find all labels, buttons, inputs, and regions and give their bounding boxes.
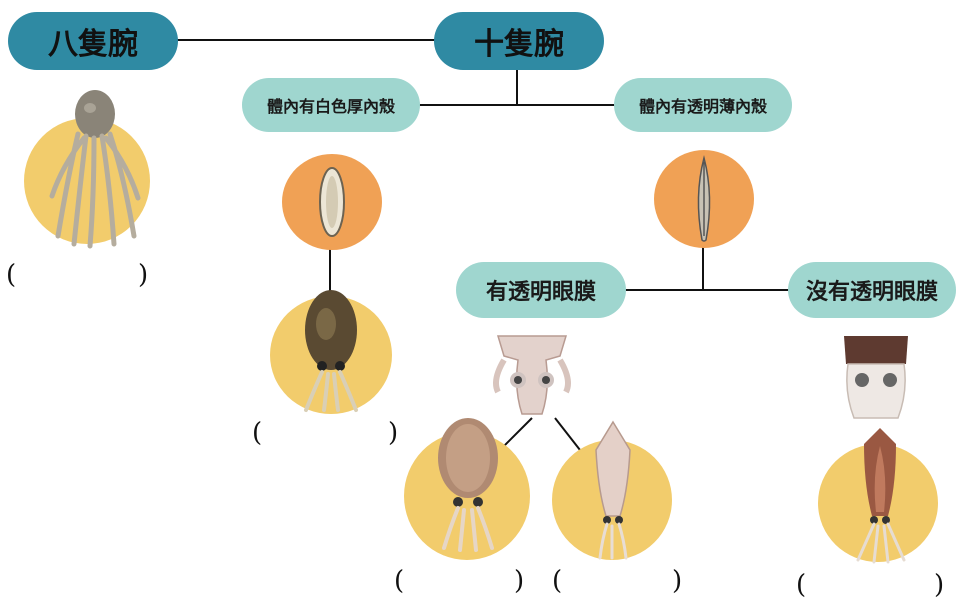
gladius-illustration — [697, 155, 711, 242]
transparent-thin-shell-label: 體內有透明薄內殼 — [614, 78, 792, 132]
cuttlefish-illustration — [304, 290, 358, 412]
eight-arms-label: 八隻腕 — [8, 12, 178, 70]
mitre-squid-illustration — [856, 428, 906, 564]
slender-squid-answer-open: ( — [552, 566, 563, 596]
cuttlefish-answer-close: ) — [388, 418, 399, 448]
squid-head-without-membrane-illustration — [844, 336, 908, 419]
slender-squid-answer-close: ) — [672, 566, 683, 596]
slender-squid-illustration — [595, 420, 631, 560]
octopus-illustration — [49, 90, 141, 249]
octopus-answer-close: ) — [138, 260, 149, 290]
bigfin-squid-answer-open: ( — [394, 566, 405, 596]
bigfin-squid-illustration — [438, 418, 498, 552]
white-thick-shell-label: 體內有白色厚內殼 — [242, 78, 420, 132]
mitre-squid-answer-close: ) — [934, 570, 945, 600]
ten-arms-label: 十隻腕 — [434, 12, 604, 70]
bigfin-squid-answer-close: ) — [514, 566, 525, 596]
cuttlefish-answer-open: ( — [252, 418, 263, 448]
without-eye-membrane-label: 沒有透明眼膜 — [788, 262, 956, 318]
with-eye-membrane-label: 有透明眼膜 — [456, 262, 626, 318]
octopus-answer-open: ( — [6, 260, 17, 290]
squid-head-with-membrane-illustration — [493, 335, 571, 415]
cuttlebone-illustration — [319, 167, 345, 237]
mitre-squid-answer-open: ( — [796, 570, 807, 600]
